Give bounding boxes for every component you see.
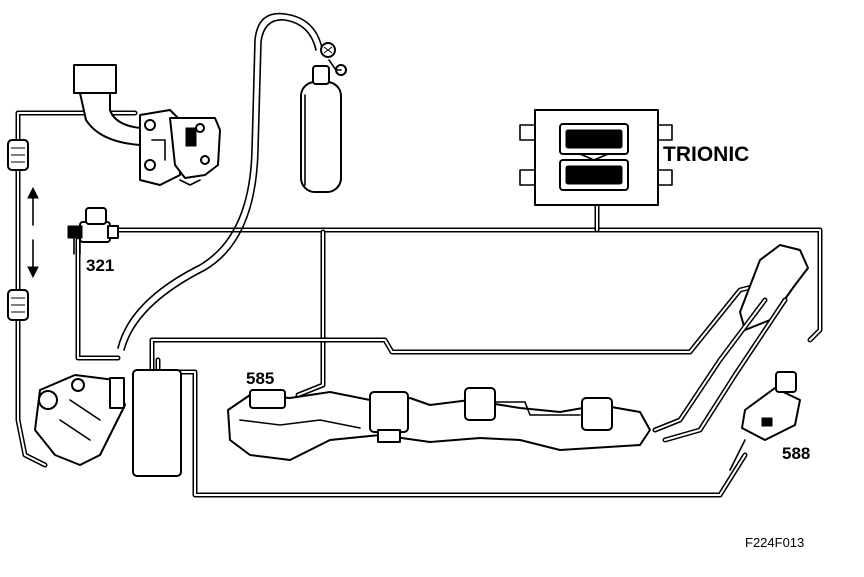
turbo-assembly	[73, 64, 221, 186]
canister-585-assembly	[227, 387, 651, 461]
text-labels: TRIONIC 321 585 588 F224F013	[86, 143, 810, 550]
sensor-588	[729, 371, 801, 471]
label-585: 585	[246, 369, 274, 388]
filler-neck	[652, 244, 809, 443]
label-trionic: TRIONIC	[663, 143, 749, 166]
inline-connectors	[7, 139, 29, 321]
throttle-body	[34, 374, 126, 466]
charcoal-canister	[132, 369, 182, 477]
label-321: 321	[86, 256, 114, 275]
gas-cylinder	[117, 12, 347, 351]
valve-321	[67, 207, 119, 255]
hose-network	[15, 110, 823, 498]
figure-code: F224F013	[745, 535, 804, 550]
label-588: 588	[782, 444, 810, 463]
flow-arrows	[27, 186, 39, 279]
trionic-ecu	[519, 109, 673, 206]
